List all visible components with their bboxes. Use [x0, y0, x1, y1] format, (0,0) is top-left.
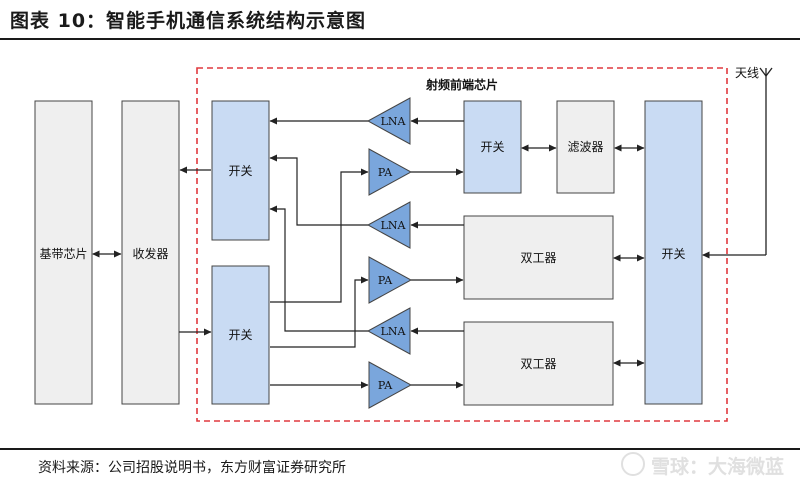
- transceiver-label: 收发器: [132, 246, 168, 261]
- lna-2-label: LNA: [381, 219, 407, 232]
- switch-tx-to-pa-2: [270, 276, 369, 348]
- lna-3-label: LNA: [381, 325, 407, 338]
- duplexer-1-label: 双工器: [520, 251, 556, 265]
- antenna-icon: [759, 67, 773, 255]
- snowball-logo-icon: [620, 452, 645, 476]
- watermark: 雪球：大海微蓝: [620, 452, 784, 479]
- lna-3-to-switch-rx: [269, 205, 368, 332]
- switch-antenna-label: 开关: [661, 247, 685, 261]
- baseband-label: 基带芯片: [39, 247, 87, 261]
- pa-amplifier-2: PA: [368, 256, 413, 304]
- watermark-text: 雪球：大海微蓝: [650, 456, 784, 478]
- lna-amplifier-2: LNA: [366, 201, 411, 249]
- figure-title: 图表 10：智能手机通信系统结构示意图: [10, 10, 367, 32]
- switch-rx-block: 开关: [211, 100, 270, 241]
- switch-frontend-label: 开关: [480, 140, 504, 154]
- lna-1-label: LNA: [381, 115, 407, 128]
- switch-frontend-block: 开关: [463, 100, 522, 194]
- switch-tx-to-pa-1: [270, 168, 369, 303]
- lna-amplifier-1: LNA: [366, 97, 411, 145]
- pa-2-label: PA: [378, 274, 393, 287]
- pa-1-label: PA: [378, 166, 393, 179]
- switch-rx-label: 开关: [228, 164, 252, 178]
- rf-module-boundary: [196, 67, 728, 422]
- rf-module-label: 射频前端芯片: [425, 77, 498, 92]
- lna-2-to-switch-rx: [269, 154, 368, 226]
- antenna-label: 天线: [735, 66, 759, 80]
- lna-amplifier-3: LNA: [366, 307, 411, 355]
- bottom-rule: [0, 448, 800, 450]
- pa-amplifier-3: PA: [368, 361, 413, 409]
- duplexer-2-label: 双工器: [520, 357, 556, 371]
- transceiver-block: 收发器: [121, 100, 180, 405]
- switch-antenna-block: 开关: [644, 100, 703, 405]
- pa-amplifier-1: PA: [368, 148, 413, 196]
- pa-3-label: PA: [378, 379, 393, 392]
- switch-tx-label: 开关: [228, 328, 252, 342]
- filter-block: 滤波器: [556, 100, 615, 194]
- top-rule: [0, 38, 800, 40]
- switch-tx-block: 开关: [211, 265, 270, 405]
- source-note: 资料来源：公司招股说明书，东方财富证券研究所: [38, 460, 346, 476]
- duplexer-block-2: 双工器: [463, 321, 614, 406]
- baseband-block: 基带芯片: [34, 100, 93, 405]
- duplexer-block-1: 双工器: [463, 215, 614, 300]
- filter-label: 滤波器: [567, 140, 603, 154]
